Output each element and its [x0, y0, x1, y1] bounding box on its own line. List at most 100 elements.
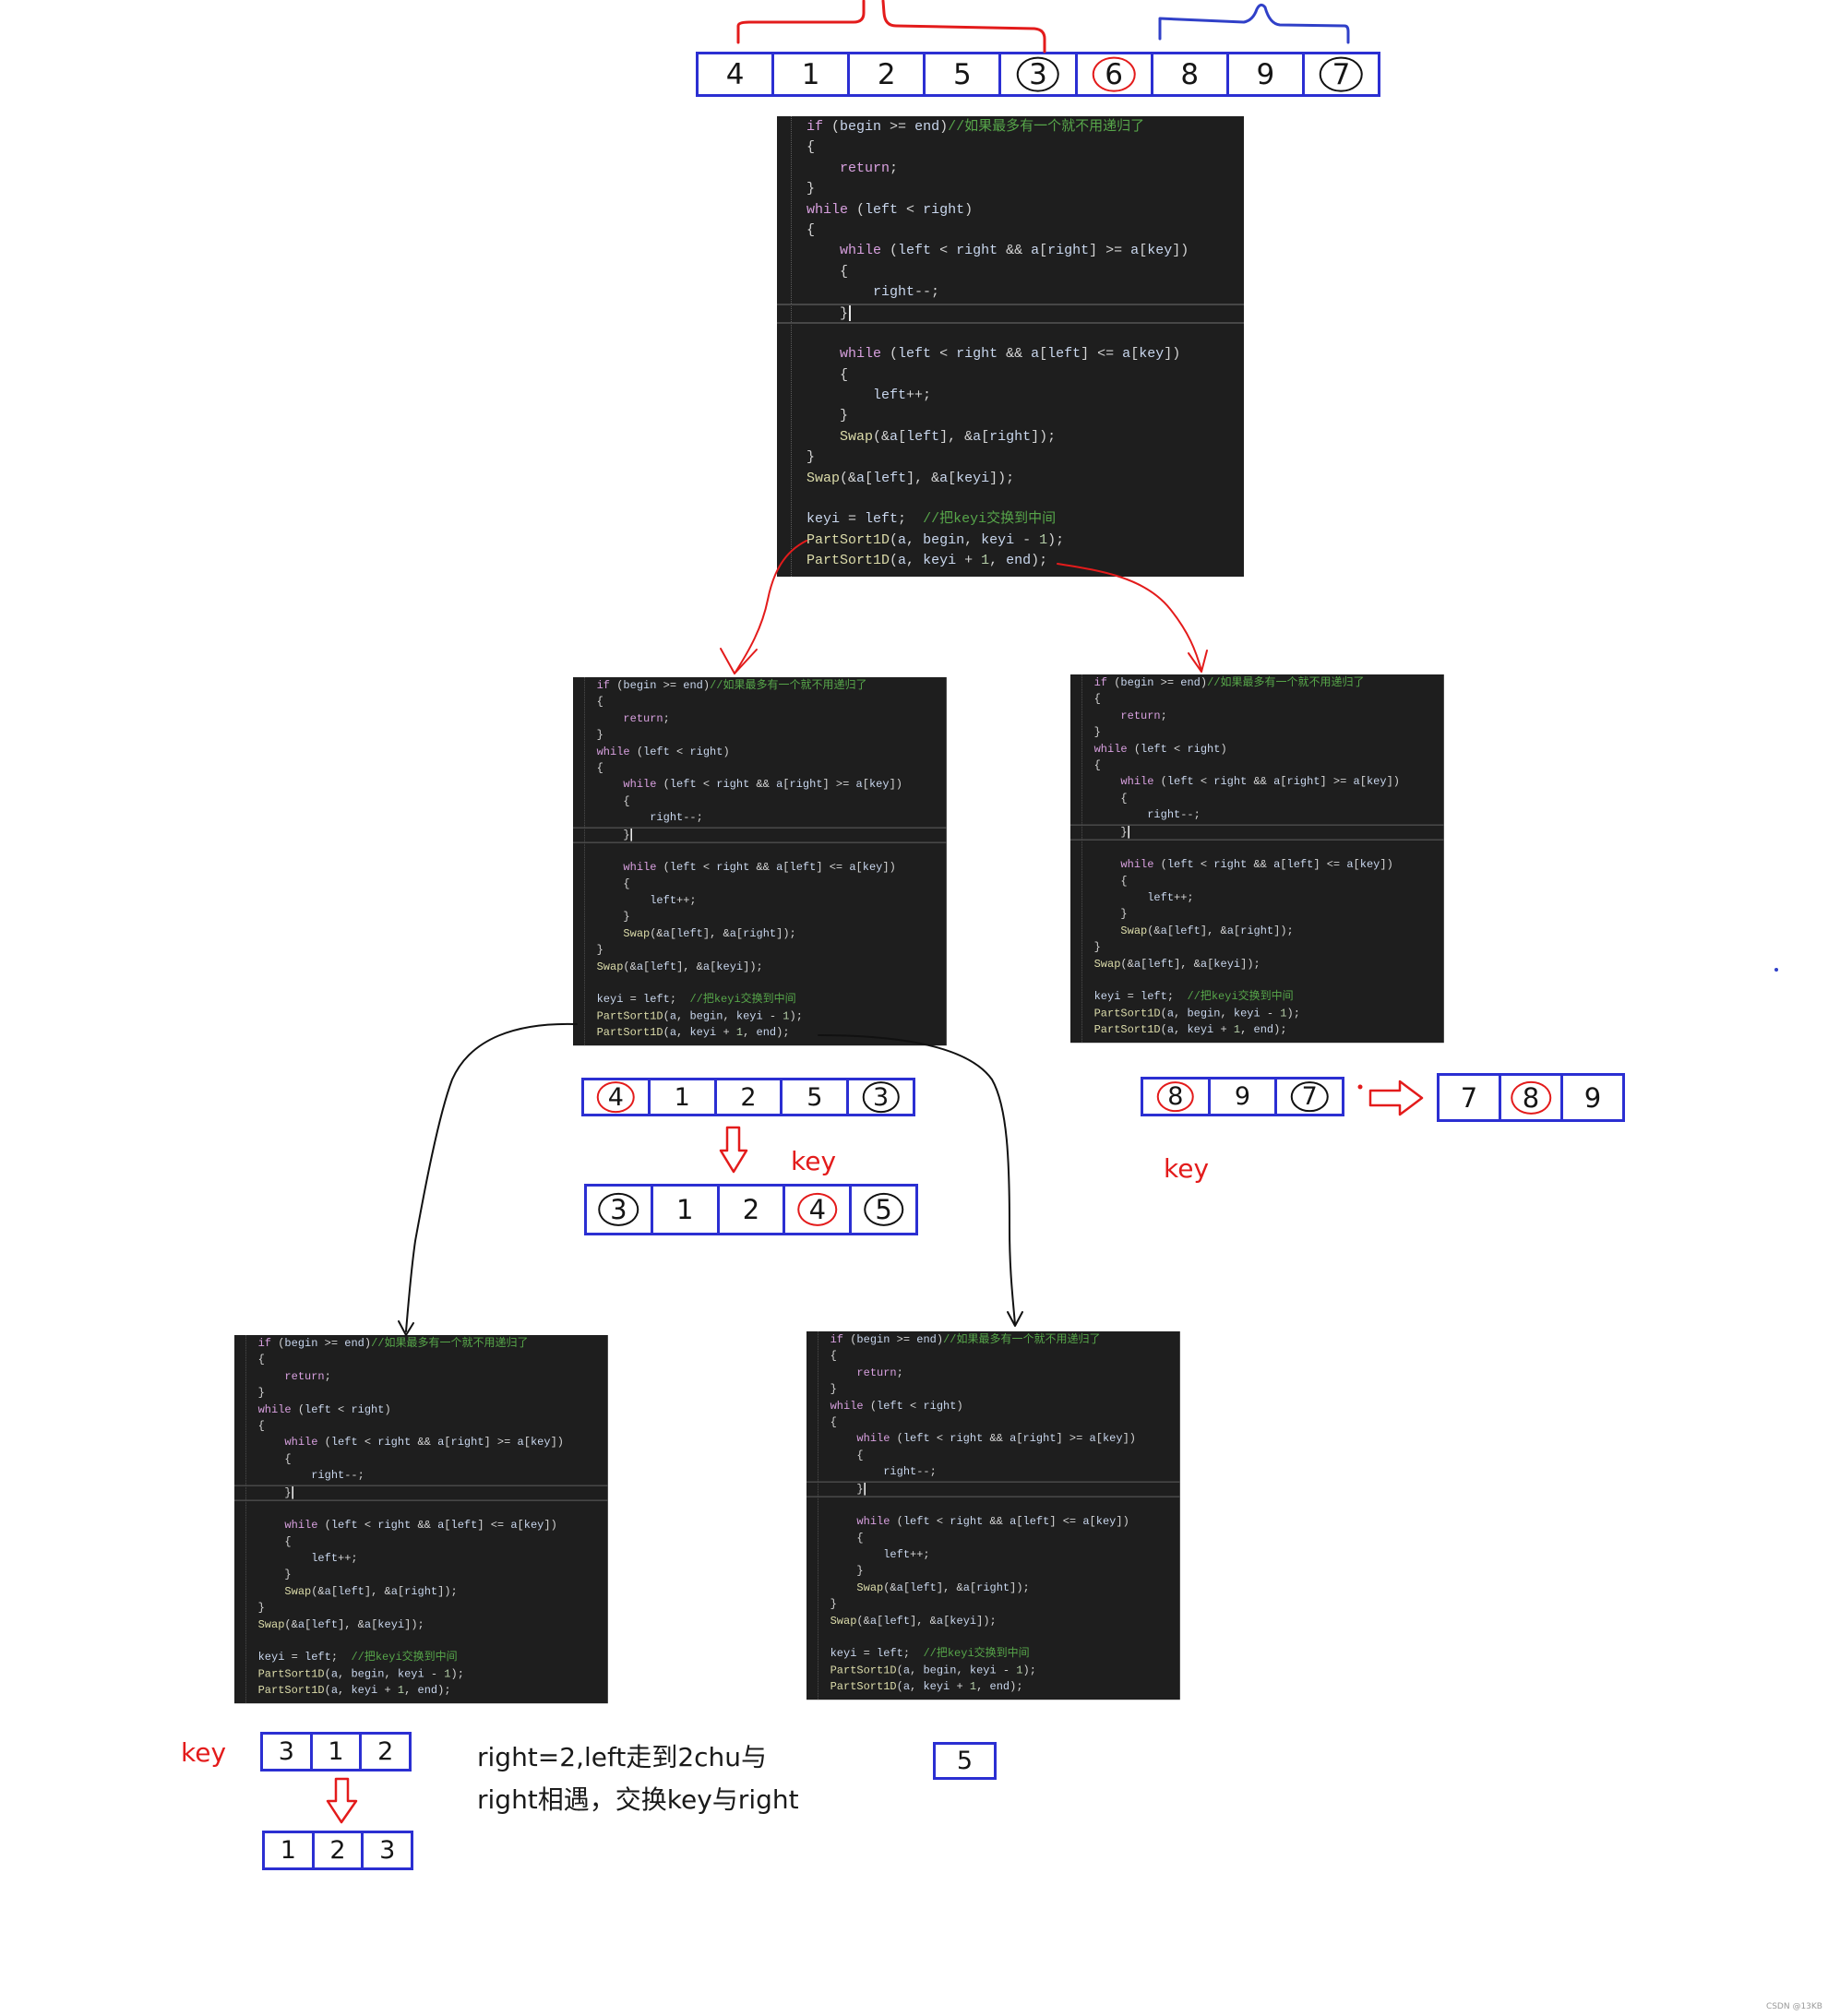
- array-cell: 1: [771, 54, 847, 94]
- code-identifier: left: [1022, 1515, 1050, 1529]
- code-identifier: right: [883, 1465, 917, 1479]
- code-identifier: a: [330, 1684, 339, 1698]
- code-comment: //把keyi交换到中间: [923, 1647, 1030, 1661]
- code-line: if (begin >= end)//如果最多有一个就不用递归了: [830, 1333, 1101, 1346]
- code-identifier: a: [1166, 1023, 1175, 1037]
- code-identifier: left: [1286, 858, 1314, 872]
- code-identifier: left: [1047, 346, 1081, 363]
- code-identifier: a: [1200, 957, 1208, 971]
- code-line: [777, 489, 1244, 509]
- code-identifier: a: [517, 1436, 524, 1449]
- code-line: }: [1070, 824, 1444, 841]
- code-identifier: right: [351, 1403, 385, 1416]
- code-identifier: left: [898, 243, 932, 259]
- code-identifier: a: [1031, 243, 1040, 259]
- code-line: }: [806, 1481, 1180, 1497]
- array-value: 5: [956, 1747, 974, 1775]
- code-keyword: if: [596, 679, 611, 692]
- code-line: {: [806, 221, 816, 238]
- code-identifier: key: [1359, 858, 1380, 872]
- code-identifier: right: [450, 1436, 484, 1449]
- partition-bracket-left: [736, 0, 1046, 54]
- code-identifier: left: [1141, 990, 1167, 1004]
- array-value: 1: [801, 57, 820, 91]
- black-circle-marker: [1320, 56, 1363, 92]
- code-identifier: end: [914, 119, 940, 135]
- array-cell: 1: [265, 1833, 312, 1867]
- code-line: Swap(&a[left], &a[right]);: [840, 428, 1057, 445]
- code-identifier: a: [962, 1581, 970, 1594]
- code-line: Swap(&a[left], &a[keyi]);: [806, 470, 1015, 486]
- code-identifier: left: [877, 1647, 903, 1661]
- code-identifier: a: [437, 1436, 445, 1449]
- code-identifier: begin: [923, 531, 965, 548]
- code-line: {: [1093, 758, 1101, 772]
- code-keyword: while: [1120, 775, 1154, 789]
- code-identifier: keyi: [735, 1009, 763, 1023]
- code-line: {: [1093, 875, 1128, 888]
- code-line: if (begin >= end)//如果最多有一个就不用递归了: [1093, 676, 1365, 689]
- code-identifier: left: [1147, 891, 1175, 904]
- code-identifier: left: [1147, 957, 1175, 971]
- code-line: while (left < right && a[left] <= a[key]…: [284, 1519, 557, 1533]
- code-line: PartSort1D(a, begin, keyi - 1);: [257, 1667, 464, 1681]
- code-identifier: begin: [856, 1333, 890, 1346]
- code-identifier: key: [1147, 243, 1173, 259]
- code-comment: //如果最多有一个就不用递归了: [371, 1337, 529, 1350]
- key-label: key: [791, 1146, 837, 1176]
- code-identifier: keyi: [1187, 1023, 1214, 1037]
- code-line: if (begin >= end)//如果最多有一个就不用递归了: [257, 1337, 529, 1350]
- code-identifier: key: [530, 1436, 551, 1449]
- code-line: PartSort1D(a, keyi + 1, end);: [257, 1684, 451, 1698]
- code-line: return;: [840, 160, 899, 176]
- code-line: {: [806, 263, 849, 280]
- code-identifier: a: [973, 428, 982, 445]
- code-line: [806, 1497, 1180, 1514]
- code-identifier: keyi: [950, 1614, 977, 1628]
- key-label: key: [181, 1737, 227, 1768]
- code-block-left: if (begin >= end)//如果最多有一个就不用递归了{ return…: [573, 677, 947, 1046]
- code-line: Swap(&a[left], &a[right]);: [284, 1585, 458, 1598]
- code-identifier: begin: [351, 1667, 385, 1681]
- code-identifier: left: [902, 1432, 930, 1446]
- code-identifier: left: [789, 861, 817, 875]
- code-identifier: begin: [923, 1664, 957, 1677]
- array-cell: 5: [936, 1745, 994, 1777]
- code-line: {: [1093, 792, 1128, 805]
- code-identifier: right: [1286, 775, 1320, 789]
- code-line: return;: [284, 1370, 331, 1383]
- code-line: {: [257, 1535, 292, 1548]
- code-line: while (left < right && a[left] <= a[key]…: [1120, 858, 1393, 872]
- code-identifier: left: [902, 1515, 930, 1529]
- code-identifier: a: [1160, 924, 1167, 937]
- code-identifier: keyi: [397, 1667, 424, 1681]
- code-identifier: a: [1082, 1515, 1090, 1529]
- code-identifier: left: [1141, 743, 1167, 756]
- code-line: }: [1093, 941, 1101, 954]
- code-keyword: while: [284, 1436, 318, 1449]
- code-function: Swap: [840, 428, 874, 445]
- code-line: PartSort1D(a, begin, keyi - 1);: [1093, 1007, 1300, 1020]
- code-identifier: end: [683, 679, 703, 692]
- code-identifier: left: [898, 346, 932, 363]
- code-block-left-left: if (begin >= end)//如果最多有一个就不用递归了 { return…: [234, 1335, 608, 1704]
- code-function: PartSort1D: [830, 1680, 897, 1694]
- code-function: Swap: [830, 1614, 857, 1628]
- recursion-arrow-left-left: [405, 1022, 578, 1332]
- array-cell: 1: [309, 1735, 360, 1769]
- code-identifier: a: [1353, 775, 1360, 789]
- code-line: left++;: [883, 1548, 930, 1561]
- array-cell: 1: [647, 1080, 714, 1114]
- code-identifier: a: [324, 1585, 331, 1598]
- code-identifier: begin: [840, 119, 882, 135]
- text-cursor: [864, 1482, 866, 1496]
- code-identifier: keyi: [596, 993, 624, 1007]
- code-identifier: a: [776, 861, 783, 875]
- annotation-line: right相遇，交换key与right: [477, 1784, 799, 1815]
- red-circle-marker: [1092, 56, 1136, 92]
- code-keyword: return: [623, 712, 663, 725]
- code-keyword: while: [257, 1403, 292, 1416]
- code-keyword: while: [840, 243, 882, 259]
- code-line: }: [830, 1383, 837, 1396]
